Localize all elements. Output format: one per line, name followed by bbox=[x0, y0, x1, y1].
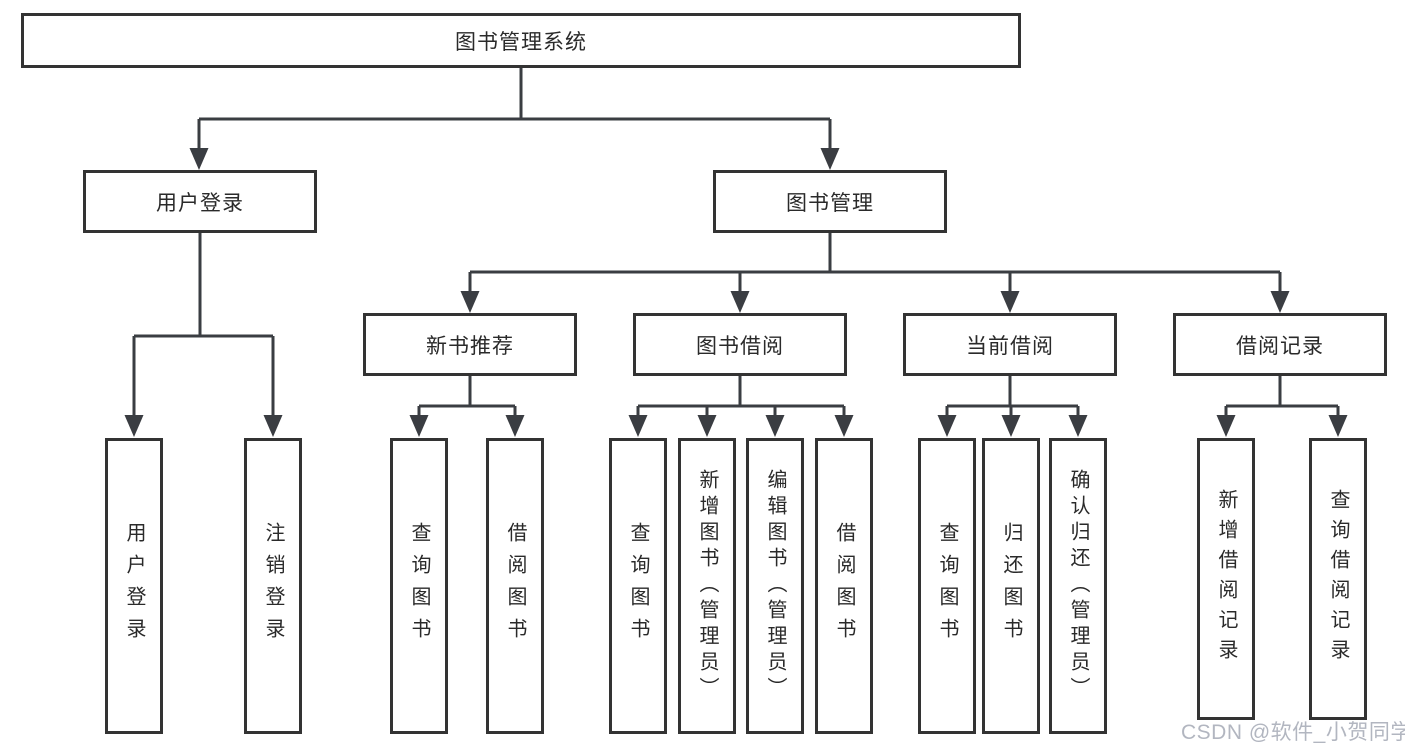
watermark: CSDN @软件_小贺同学 bbox=[1181, 721, 1405, 744]
node-book-management: 图书管理 bbox=[713, 170, 947, 233]
leaf-logout: 注销登录 bbox=[244, 438, 302, 734]
node-library-management-system: 图书管理系统 bbox=[21, 13, 1021, 68]
leaf-add-books-admin: 新增图书（管理员） bbox=[678, 438, 736, 734]
node-new-book-recommend: 新书推荐 bbox=[363, 313, 577, 376]
node-current-borrow: 当前借阅 bbox=[903, 313, 1117, 376]
leaf-user-login: 用户登录 bbox=[105, 438, 163, 734]
leaf-query-borrow-record: 查询借阅记录 bbox=[1309, 438, 1367, 720]
leaf-add-borrow-record: 新增借阅记录 bbox=[1197, 438, 1255, 720]
arrowhead-icons bbox=[124, 148, 1348, 437]
leaf-borrow-books-recommend: 借阅图书 bbox=[486, 438, 544, 734]
leaf-query-books-borrow: 查询图书 bbox=[609, 438, 667, 734]
leaf-query-books-current: 查询图书 bbox=[918, 438, 976, 734]
leaf-borrow-books: 借阅图书 bbox=[815, 438, 873, 734]
node-book-borrow: 图书借阅 bbox=[633, 313, 847, 376]
leaf-confirm-return-admin: 确认归还（管理员） bbox=[1049, 438, 1107, 734]
leaf-query-books-recommend: 查询图书 bbox=[390, 438, 448, 734]
leaf-return-books: 归还图书 bbox=[982, 438, 1040, 734]
leaf-edit-books-admin: 编辑图书（管理员） bbox=[746, 438, 804, 734]
node-user-login: 用户登录 bbox=[83, 170, 317, 233]
node-borrow-record: 借阅记录 bbox=[1173, 313, 1387, 376]
